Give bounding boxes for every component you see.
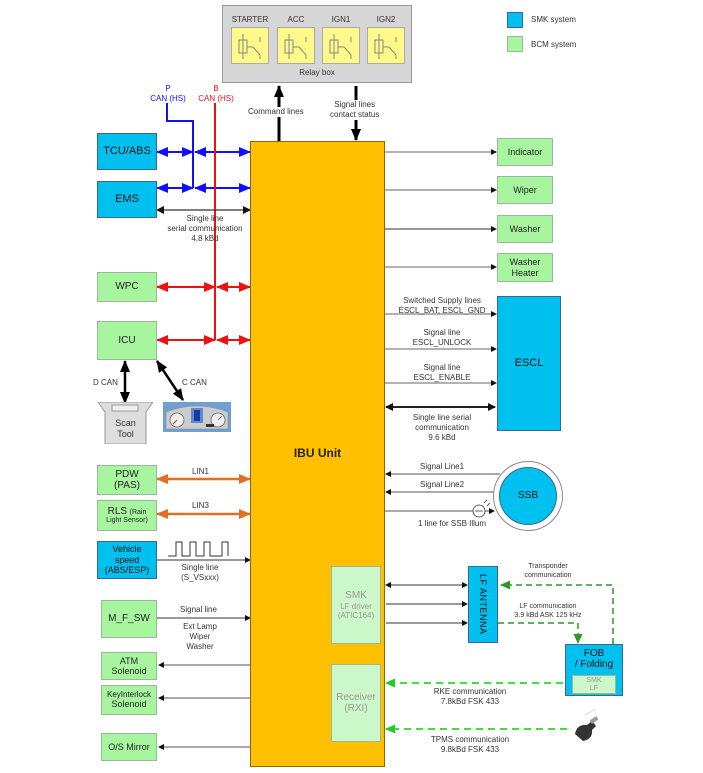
- relay-switch-icon: [329, 34, 352, 59]
- scan-tool-label: Scan Tool: [115, 418, 136, 440]
- lin3-label: LIN3: [192, 501, 209, 510]
- signal-lines-label: Signal lines contact status: [330, 100, 380, 120]
- lf-comm-label: LF communication 3.9 kBd ASK 125 kHz: [514, 603, 582, 619]
- tcu-abs-module[interactable]: TCU/ABS: [97, 133, 157, 170]
- relay-label-acc: ACC: [287, 15, 305, 24]
- lin1-label: LIN1: [192, 467, 209, 476]
- relay-switch-icon: [238, 34, 261, 59]
- washer-module[interactable]: Washer: [497, 215, 553, 243]
- pulse-waveform-icon: [168, 541, 229, 557]
- scan-tool-icon: [98, 402, 153, 444]
- relay-acc[interactable]: [277, 27, 315, 64]
- ems-serial-label: Single line serial communication 4.8 kBd: [167, 214, 243, 243]
- legend-smk-swatch: [507, 12, 523, 28]
- d-can-label: D CAN: [93, 378, 118, 387]
- fob-smk-lf: SMK LF: [572, 675, 616, 694]
- ibu-unit[interactable]: IBU Unit: [250, 141, 385, 767]
- indicator-module[interactable]: Indicator: [497, 138, 553, 166]
- atm-solenoid-module[interactable]: ATM Solenoid: [101, 652, 157, 680]
- vehicle-speed-module[interactable]: Vehicle speed (ABS/ESP): [97, 541, 157, 579]
- receiver-rxi[interactable]: Receiver (RXI): [331, 664, 381, 742]
- ems-module[interactable]: EMS: [97, 181, 157, 218]
- mfsw-functions-label: Ext Lamp Wiper Washer: [183, 622, 217, 651]
- ssb-line2-label: Signal Line2: [420, 480, 465, 489]
- mfsw-line-label: Signal line: [180, 605, 217, 614]
- command-lines-label: Command lines: [248, 107, 304, 117]
- lamp-icon: [472, 499, 491, 518]
- ssb-illum-label: 1 line for SSB Illum: [418, 519, 487, 528]
- relay-label-ign1: IGN1: [331, 15, 351, 24]
- relay-starter[interactable]: [231, 27, 269, 64]
- escl-enable-label: Signal line ESCL_ENABLE: [413, 363, 471, 382]
- legend-bcm-swatch: [507, 36, 523, 52]
- relay-label-starter: STARTER: [231, 15, 269, 24]
- legend-bcm-label: BCM system: [531, 40, 577, 49]
- keyinterlock-solenoid-module[interactable]: KeyInterlock Solenoid: [101, 685, 157, 715]
- escl-unlock-label: Signal line ESCL_UNLOCK: [412, 328, 472, 347]
- vehicle-speed-line-label: Single line (S_VSxxx): [181, 563, 219, 582]
- lf-antenna[interactable]: LF ANTENNA: [468, 566, 498, 643]
- ssb-button[interactable]: SSB: [493, 461, 563, 531]
- escl-module[interactable]: ESCL: [497, 296, 561, 431]
- fob-folding-module[interactable]: FOB / Folding SMK LF: [565, 644, 623, 696]
- rke-label: RKE communication 7.8kBd FSK 433: [433, 687, 507, 706]
- icu-module[interactable]: ICU: [97, 321, 157, 360]
- legend-smk-label: SMK system: [531, 15, 576, 24]
- rls-module[interactable]: RLS (Rain Light Sensor): [97, 500, 157, 531]
- relay-ign2[interactable]: [367, 27, 405, 64]
- escl-supply-label: Switched Supply lines ESCL_BAT, ESCL_GND: [398, 296, 486, 315]
- instrument-cluster-icon: [163, 402, 231, 432]
- washer-heater-module[interactable]: Washer Heater: [497, 253, 553, 282]
- transponder-link: [500, 580, 614, 644]
- os-mirror-module[interactable]: O/S Mirror: [101, 733, 157, 761]
- b-can-label: B CAN (HS): [198, 84, 234, 103]
- p-can-label: P CAN (HS): [150, 84, 186, 103]
- relay-switch-icon: [284, 34, 307, 59]
- ssb-inner: SSB: [499, 467, 557, 525]
- tpms-label: TPMS communication 9.8kBd FSK 433: [430, 735, 510, 754]
- wiper-module[interactable]: Wiper: [497, 176, 553, 204]
- relay-box-title: Relay box: [299, 68, 335, 77]
- c-can-label: C CAN: [182, 378, 207, 387]
- p-can-bus: [166, 103, 194, 188]
- pdw-module[interactable]: PDW (PAS): [97, 465, 157, 495]
- smk-lf-driver[interactable]: SMK LF driver (ATIC164): [331, 566, 381, 644]
- relay-label-ign2: IGN2: [376, 15, 396, 24]
- wpc-module[interactable]: WPC: [97, 272, 157, 302]
- c-can-link: [155, 360, 185, 401]
- mfsw-module[interactable]: M_F_SW: [101, 600, 157, 638]
- tpms-sensor-icon: [575, 708, 599, 741]
- escl-serial-label: Single line serial communication 9.6 kBd: [412, 413, 472, 442]
- ssb-line1-label: Signal Line1: [420, 462, 465, 471]
- ibu-unit-label: IBU Unit: [293, 446, 342, 461]
- transponder-label: Transponder communication: [524, 563, 572, 579]
- lf-comm-link: [498, 622, 583, 644]
- relay-switch-icon: [374, 34, 397, 59]
- relay-ign1[interactable]: [322, 27, 360, 64]
